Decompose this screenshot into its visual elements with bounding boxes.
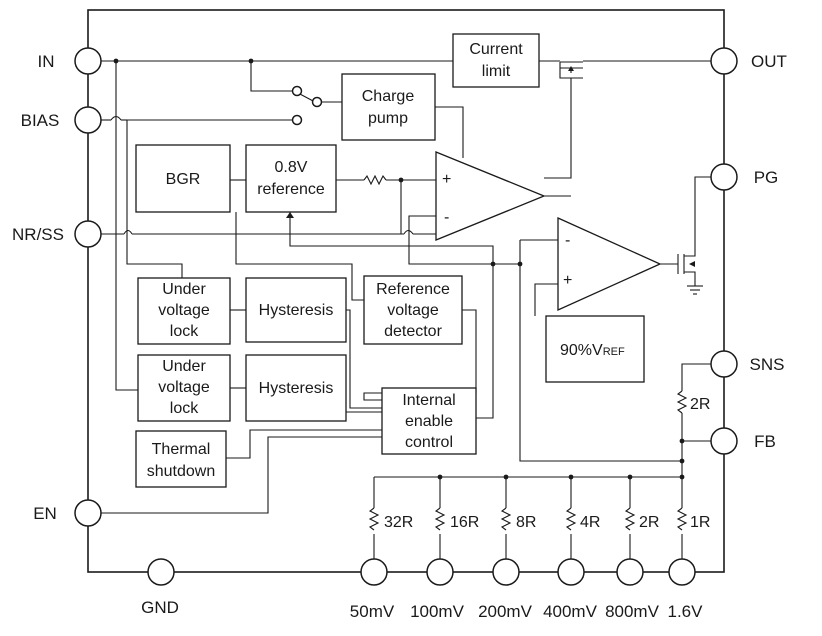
charge-pump-block: Charge pump [341,73,436,141]
svg-text:Thermal: Thermal [152,441,211,458]
svg-text:Hysteresis: Hysteresis [259,380,334,397]
pin-1v6: 1.6V [668,558,704,621]
reference-detector-block: Reference voltage detector [363,275,463,345]
svg-text:0.8V: 0.8V [275,159,308,176]
svg-text:OUT: OUT [751,52,787,71]
uvlo-1-block: Under voltage lock [137,277,231,345]
svg-text:Under: Under [162,358,206,375]
svg-text:reference: reference [257,181,325,198]
pin-bias: BIAS [21,106,102,134]
svg-text:lock: lock [170,323,199,340]
pin-400mv: 400mV [543,558,598,621]
junction-dots [113,58,685,480]
svg-text:NR/SS: NR/SS [12,225,64,244]
pin-en: EN [33,499,102,527]
svg-text:50mV: 50mV [350,602,395,621]
svg-text:FB: FB [754,432,776,451]
pg-comparator: - + [557,216,662,312]
resistor-label-2r: 2R [639,514,659,531]
pin-800mv: 800mV [605,558,660,621]
svg-text:SNS: SNS [750,355,785,374]
wire-hops [110,115,414,235]
resistor-label-1r: 1R [690,514,710,531]
svg-text:Under: Under [162,281,206,298]
pg-comparator-minus: - [565,232,570,249]
svg-text:200mV: 200mV [478,602,533,621]
resistor-label-4r: 4R [580,514,600,531]
svg-text:Current: Current [469,41,523,58]
resistor-label-8r: 8R [516,514,536,531]
svg-text:Reference: Reference [376,281,450,298]
svg-text:90%VREF: 90%VREF [560,342,625,359]
svg-text:IN: IN [38,52,55,71]
svg-text:voltage: voltage [158,302,210,319]
svg-text:control: control [405,434,453,451]
svg-text:limit: limit [482,63,511,80]
svg-text:voltage: voltage [158,379,210,396]
pin-gnd: GND [141,558,179,617]
pin-sns: SNS [710,350,785,378]
error-amplifier: + - [435,151,546,241]
svg-text:Hysteresis: Hysteresis [259,302,334,319]
switch-contact-in [291,85,303,97]
enable-control-block: Internal enable control [381,387,477,455]
svg-text:BIAS: BIAS [21,111,60,130]
error-amp-plus: + [442,171,451,188]
svg-text:800mV: 800mV [605,602,660,621]
switch-contact-bias [291,114,303,126]
svg-text:shutdown: shutdown [147,463,216,480]
pin-fb: FB [710,427,776,455]
current-limit-block: Current limit [452,33,540,88]
thermal-shutdown-block: Thermal shutdown [135,430,227,488]
svg-text:Internal: Internal [402,392,455,409]
bgr-block: BGR [135,144,231,213]
pin-200mv: 200mV [478,558,533,621]
resistor-label-16r: 16R [450,514,479,531]
svg-text:lock: lock [170,400,199,417]
svg-text:BGR: BGR [166,171,201,188]
svg-text:Charge: Charge [362,88,415,105]
svg-text:voltage: voltage [387,302,439,319]
resistor-label-2r-fb: 2R [690,396,710,413]
pg-comparator-plus: + [563,272,572,289]
wiring [101,60,711,560]
pin-nrss: NR/SS [12,220,102,248]
switch-contact-common [311,96,323,108]
svg-text:enable: enable [405,413,453,430]
error-amp-minus: - [444,209,449,226]
pin-out: OUT [710,47,787,75]
pin-in: IN [38,47,102,75]
svg-text:400mV: 400mV [543,602,598,621]
pin-50mv: 50mV [350,558,395,621]
pin-pg: PG [710,163,779,191]
pin-100mv: 100mV [410,558,465,621]
resistor-label-32r: 32R [384,514,413,531]
svg-text:1.6V: 1.6V [668,602,704,621]
vref-90-block: 90%VREF [545,315,645,383]
hysteresis-2-block: Hysteresis [245,354,347,422]
chip-outline [87,9,725,573]
reference-enable-arrow [286,212,294,218]
svg-text:pump: pump [368,110,408,127]
svg-text:100mV: 100mV [410,602,465,621]
reference-block: 0.8V reference [245,144,337,213]
svg-text:EN: EN [33,504,57,523]
hysteresis-1-block: Hysteresis [245,277,347,343]
svg-text:PG: PG [754,168,779,187]
pg-nmos-icon [689,261,695,267]
svg-text:detector: detector [384,323,442,340]
uvlo-2-block: Under voltage lock [137,354,231,422]
pass-transistor-icon [560,61,583,71]
svg-text:GND: GND [141,598,179,617]
